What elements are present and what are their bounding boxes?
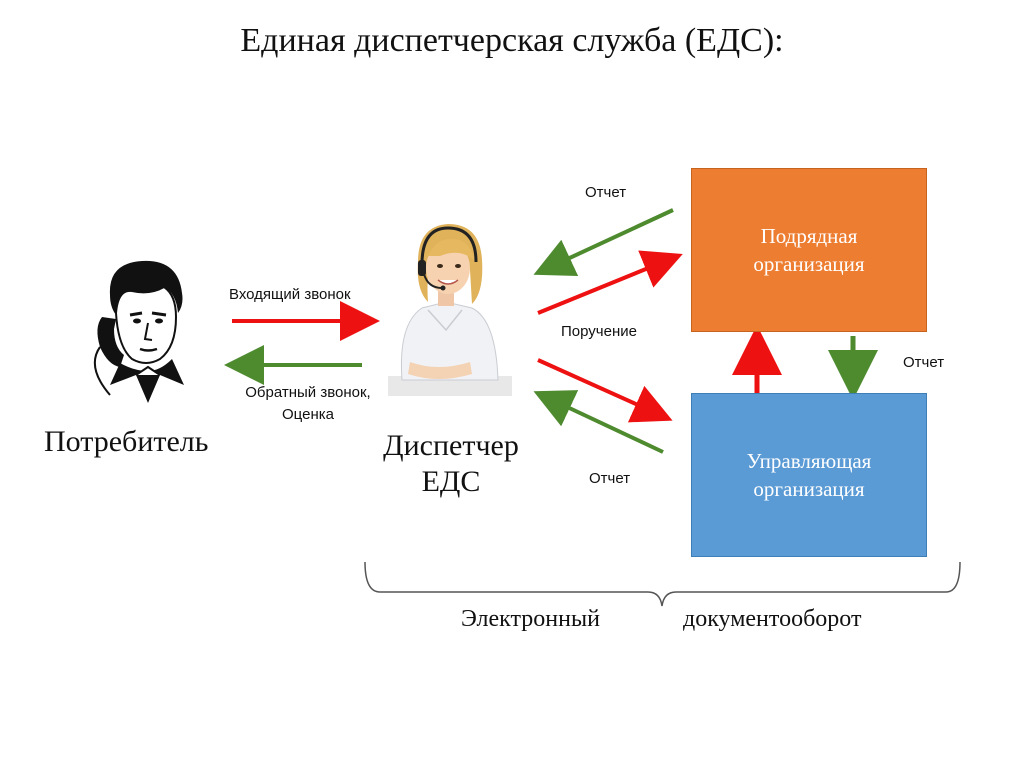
report-from-management-arrow (533, 390, 664, 454)
assignment-label: Поручение (561, 323, 637, 340)
callback-label: Обратный звонок, Оценка (220, 382, 396, 426)
management-line1: Управляющая (746, 449, 872, 473)
callback-label-line2: Оценка (282, 406, 334, 423)
dispatcher-label-line1: Диспетчер (383, 429, 519, 462)
report-from-contractor-arrow (533, 208, 674, 277)
report-bottom-label: Отчет (589, 470, 631, 487)
management-line2: организация (753, 477, 865, 501)
consumer-avatar (93, 260, 184, 403)
contractor-line1: Подрядная (760, 224, 858, 248)
document-flow-brace (364, 561, 961, 607)
report-right-label: Отчет (903, 354, 945, 371)
assignment-to-contractor-arrow (537, 250, 683, 315)
dispatcher-photo (388, 224, 512, 396)
contractor-box: Подрядная организация (691, 168, 927, 332)
dispatcher-label: Диспетчер ЕДС (352, 428, 550, 500)
management-box: Управляющая организация (691, 393, 927, 557)
consumer-label: Потребитель (44, 425, 209, 458)
contractor-line2: организация (753, 252, 865, 276)
incoming-call-label: Входящий звонок (229, 286, 351, 303)
brace-label-right: документооборот (683, 606, 862, 632)
report-top-label: Отчет (585, 184, 627, 201)
callback-label-line1: Обратный звонок, (245, 384, 371, 401)
dispatcher-label-line2: ЕДС (421, 465, 481, 498)
brace-label-left: Электронный (461, 606, 600, 632)
page-title: Единая диспетчерская служба (ЕДС): (240, 22, 784, 59)
assignment-to-management-arrow (537, 358, 673, 423)
